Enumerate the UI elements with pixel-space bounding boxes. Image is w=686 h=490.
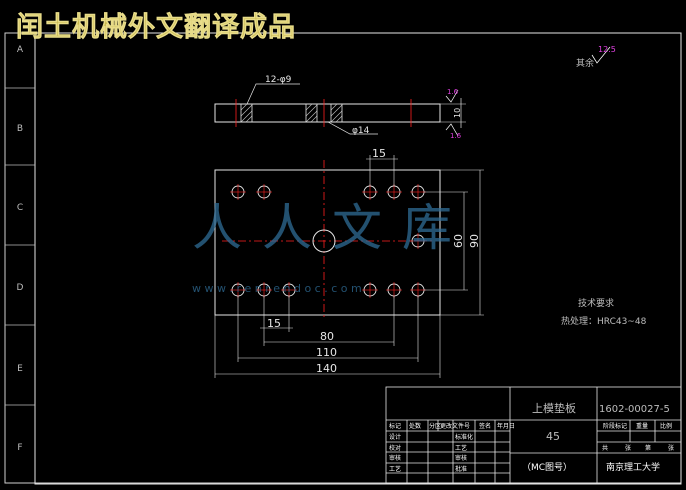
tb-scale: 比例 (660, 422, 672, 430)
dim-pitch-bottom: 15 (267, 317, 281, 330)
dim-110: 110 (316, 346, 337, 359)
tb-sheet-unit-1: 张 (625, 444, 631, 452)
roughness-note: 其余 12.5 (576, 45, 616, 69)
dim-60: 60 (452, 234, 465, 248)
watermark: 人人文库 w w w . r e n r e n d o c . c o m (192, 199, 472, 295)
top-view: 12-φ9 φ14 10 1.6 1.6 (214, 75, 466, 140)
tb-r5-c1: 工艺 (389, 465, 401, 473)
material: 45 (546, 430, 560, 443)
tb-r3-c1: 校对 (389, 444, 401, 452)
zone-letter-e: E (17, 364, 23, 374)
tb-r1-c5: 签名 (479, 422, 491, 430)
tb-r5-c3: 批准 (455, 465, 467, 473)
watermark-url: w w w . r e n r e n d o c . c o m (192, 282, 362, 295)
roughness-value: 12.5 (598, 45, 616, 54)
center-bore (312, 229, 336, 253)
tb-sheet-unit-2: 张 (668, 444, 674, 452)
watermark-text: 人人文库 (192, 199, 472, 257)
tb-r1-c4: 更改文件号 (440, 422, 470, 430)
tb-r4-c1: 审核 (389, 454, 401, 462)
tb-r2-c1: 设计 (389, 433, 401, 441)
zone-letter-b: B (17, 124, 23, 134)
thickness-dim: 10 (453, 108, 462, 118)
tb-r1-c1: 标记 (389, 422, 401, 430)
tb-stage: 阶段标记 (603, 422, 627, 430)
plan-view: 15 15 80 110 140 60 (214, 147, 484, 378)
tb-r3-c3: 工艺 (455, 444, 467, 452)
school-name: 南京理工大学 (606, 461, 660, 473)
bore-callout: φ14 (352, 126, 370, 136)
hole-callout: 12-φ9 (265, 75, 292, 85)
part-name: 上模垫板 (532, 401, 576, 415)
tech-req-title: 技术要求 (578, 297, 614, 309)
tb-r1-c3: 分区 (429, 422, 441, 430)
tb-sheet-current: 第 (645, 444, 651, 452)
drawing-type: （MC图号） (522, 462, 572, 473)
zone-letter-f: F (17, 443, 22, 453)
header-title: 闰土机械外文翻译成品 (16, 11, 296, 43)
drawing-number: 1602-00027-5 (599, 404, 670, 415)
roughness-top: 1.6 (447, 88, 459, 96)
dim-90: 90 (468, 234, 481, 248)
tb-r2-c3: 标准化 (455, 433, 473, 441)
zone-letter-d: D (17, 283, 24, 293)
inner-frame (34, 32, 682, 485)
zone-letter-c: C (17, 203, 23, 213)
tb-weight: 重量 (636, 422, 648, 430)
roughness-prefix: 其余 (576, 57, 594, 69)
dim-pitch-top: 15 (372, 147, 386, 160)
tb-r1-c2: 处数 (409, 422, 421, 430)
zone-letter-a: A (17, 45, 24, 55)
tb-r4-c3: 审核 (455, 454, 467, 462)
title-block (385, 386, 682, 484)
roughness-bottom: 1.6 (450, 132, 462, 140)
tb-r1-c6: 年月日 (497, 422, 515, 430)
plate-outline (214, 169, 441, 316)
dim-140: 140 (316, 362, 337, 375)
tb-sheet-total: 共 (602, 444, 608, 452)
zone-dividers (5, 87, 35, 406)
tech-req-line1: 热处理：HRC43~48 (561, 315, 647, 327)
dim-80: 80 (320, 330, 334, 343)
